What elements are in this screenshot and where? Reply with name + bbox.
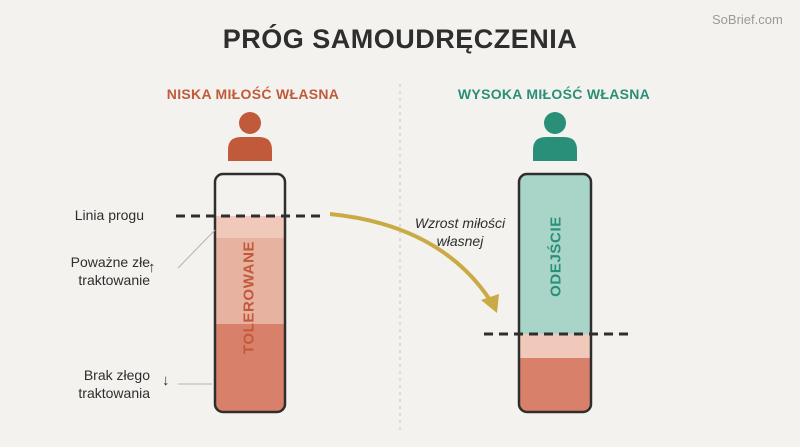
serious-leader-line xyxy=(177,229,216,269)
growth-arrowhead xyxy=(481,294,499,313)
self-love-growth-label: Wzrost miłości własnej xyxy=(405,214,515,250)
low-self-love-heading: NISKA MIŁOŚĆ WŁASNA xyxy=(166,86,340,102)
watermark: SoBrief.com xyxy=(712,12,783,27)
up-arrow-icon: ↑ xyxy=(148,259,156,276)
serious-label-line2: traktowanie xyxy=(78,272,150,288)
leave-label: ODEJŚCIE xyxy=(547,216,565,297)
threshold-line-label: Linia progu xyxy=(74,207,144,223)
right-bar-fills xyxy=(519,174,591,412)
none-label-line1: Brak złego xyxy=(83,367,150,383)
left-bar-fills xyxy=(215,216,285,412)
right-bar-top-segment xyxy=(519,334,591,358)
left-bar-outline xyxy=(213,172,287,414)
serious-label-line1: Poważne złe xyxy=(70,254,150,270)
right-bar-outline xyxy=(517,172,593,414)
growth-label-line1: Wzrost miłości xyxy=(414,215,506,231)
left-bar-bottom-segment xyxy=(215,324,285,412)
no-mistreatment-label: Brak złego traktowania xyxy=(20,366,150,402)
none-label-line2: traktowania xyxy=(78,385,150,401)
growth-label-line2: własnej xyxy=(436,233,484,249)
growth-arrow xyxy=(329,212,492,302)
left-bar-middle-segment xyxy=(215,238,285,324)
right-bar-leave-segment xyxy=(519,174,591,334)
left-bar-top-segment xyxy=(215,216,285,238)
person-icon-low xyxy=(228,112,272,161)
tolerated-label: TOLEROWANE xyxy=(240,240,258,355)
diagram-title: PRÓG SAMOUDRĘCZENIA xyxy=(222,24,578,54)
right-bar-bottom-segment xyxy=(519,358,591,412)
person-icon-high xyxy=(533,112,577,161)
high-self-love-heading: WYSOKA MIŁOŚĆ WŁASNA xyxy=(457,86,651,102)
serious-mistreatment-label: Poważne złe traktowanie xyxy=(20,253,150,289)
down-arrow-icon: ↓ xyxy=(162,372,170,389)
